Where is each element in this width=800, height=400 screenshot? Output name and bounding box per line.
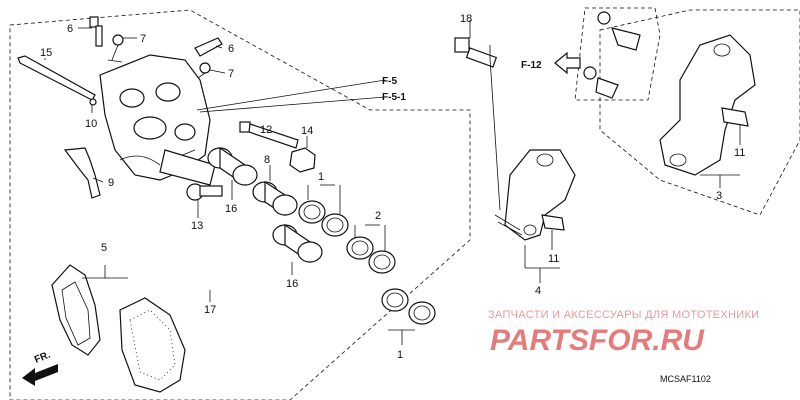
part-label-1a: 1 [318,171,324,183]
part-label-14: 14 [301,125,313,137]
part-label-9: 9 [108,177,114,189]
diagram-code: MCSAF1102 [660,374,711,384]
part-label-12: 12 [260,124,272,136]
pad-retainer-11-left [541,214,565,231]
watermark-logo: PARTSFOR.RU [490,324,705,357]
part-label-16a: 16 [225,203,237,215]
piston-lower-16 [272,223,323,264]
part-label-5: 5 [101,242,107,254]
piston-seals-1-lower [381,288,436,325]
part-label-16b: 16 [286,278,298,290]
part-label-18: 18 [460,13,472,25]
reference-f5: F-5 [382,76,397,87]
f12-reference-arrow [554,51,581,75]
caliper-bracket-4 [494,149,576,241]
nut-14 [289,147,316,173]
caliper-bracket-3 [659,34,756,176]
part-label-11a: 11 [548,253,559,265]
part-label-3: 3 [716,190,722,202]
part-label-7b: 7 [228,68,234,80]
dust-seals-2 [346,236,396,274]
leader-lines [44,20,741,345]
reference-f51: F-5-1 [382,92,406,103]
front-direction-arrow [22,364,58,386]
reference-f12: F-12 [521,60,542,71]
part-label-7a: 7 [140,33,146,45]
seal-8 [252,180,298,217]
front-direction-label: FR. [33,349,52,365]
piston-upper-16 [207,146,258,187]
bracket-assembly-outline [599,9,800,216]
caliper-body [99,54,216,186]
part-label-1b: 1 [397,349,403,361]
part-label-13: 13 [191,220,203,232]
part-label-8: 8 [264,154,270,166]
caliper-bolt-13 [186,183,223,201]
pad-pin [17,55,97,106]
part-label-6b: 6 [228,43,234,55]
part-label-15: 15 [40,47,52,59]
f12-subassembly-outline [574,7,661,101]
part-label-10: 10 [85,118,97,130]
brake-pads [51,264,186,393]
mounting-bolt-18 [454,37,498,68]
part-label-17: 17 [204,304,216,316]
part-label-11b: 11 [734,147,745,159]
bleeder-valve-right [194,37,223,79]
slide-pin-12 [239,121,299,149]
piston-seals-1-upper [298,200,349,237]
pad-retainer-11-right [721,107,749,127]
part-label-2: 2 [375,210,381,222]
pad-spring [63,147,101,199]
part-label-4: 4 [535,285,541,297]
f12-bolt-lower [583,66,619,99]
watermark-tagline: ЗАПЧАСТИ И АКСЕССУАРЫ ДЛЯ МОТОТЕХНИКИ [488,309,759,321]
part-label-6a: 6 [67,23,73,35]
f12-bolt-upper [597,11,641,51]
bleeder-valve-left [89,16,124,63]
